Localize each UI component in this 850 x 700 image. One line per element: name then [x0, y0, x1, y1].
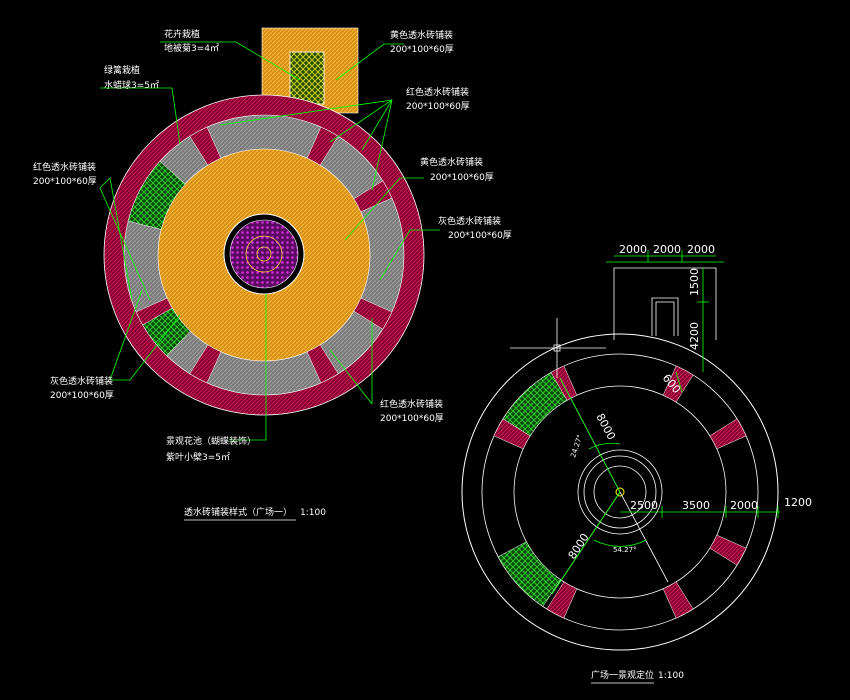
label-flower-bed-1: 花卉栽植 — [164, 28, 200, 40]
red-divider-blocks — [493, 365, 747, 619]
dim-top-b: 2000 — [653, 243, 681, 256]
label-flower-bed-2: 地被菊3=4㎡ — [164, 42, 219, 54]
red-divider-segments — [135, 126, 393, 384]
center-flower-inner — [245, 235, 283, 273]
red-segment — [353, 180, 393, 213]
material-labels: 花卉栽植 地被菊3=4㎡ 绿篱栽植 水蜡球3=5㎡ 黄色透水砖铺装 200*10… — [33, 28, 512, 463]
cursor-crosshair — [510, 318, 606, 378]
label-red-right-1: 红色透水砖铺装 — [406, 86, 469, 98]
label-green-1: 绿篱栽植 — [104, 64, 140, 76]
dim-top-a: 2000 — [619, 243, 647, 256]
ring-2 — [481, 353, 759, 631]
label-yellow-top-2: 200*100*60厚 — [390, 44, 454, 55]
dim-3500: 3500 — [682, 499, 710, 512]
label-red-left-1: 红色透水砖铺装 — [33, 161, 96, 173]
dim-2000: 2000 — [730, 499, 758, 512]
label-red-left-2: 200*100*60厚 — [33, 176, 97, 187]
label-red-bottom-2: 200*100*60厚 — [380, 413, 444, 424]
ring-3 — [513, 385, 727, 599]
label-green-2: 水蜡球3=5㎡ — [104, 79, 159, 91]
green-planting-blocks — [497, 372, 568, 607]
ring-4 — [577, 449, 663, 535]
red-block — [709, 418, 747, 450]
label-yellow-right-2: 200*100*60厚 — [430, 172, 494, 183]
dim-8000-a: 8000 — [593, 411, 618, 442]
label-grey-right-2: 200*100*60厚 — [448, 230, 512, 241]
red-segment — [189, 126, 222, 166]
red-segment — [353, 297, 393, 330]
entrance-outline — [606, 261, 724, 340]
label-grey-left-1: 灰色透水砖铺装 — [50, 375, 113, 387]
label-grey-right-1: 灰色透水砖铺装 — [438, 215, 501, 227]
left-plan: 花卉栽植 地被菊3=4㎡ 绿篱栽植 水蜡球3=5㎡ 黄色透水砖铺装 200*10… — [33, 27, 512, 521]
radial-lines — [551, 377, 669, 595]
center-flower-core — [256, 246, 272, 262]
dim-1200: 1200 — [784, 496, 812, 509]
dim-top-c: 2000 — [687, 243, 715, 256]
green-block — [497, 541, 562, 607]
red-block — [662, 581, 694, 619]
leader-lines — [99, 41, 440, 441]
dim-1500: 1500 — [688, 268, 701, 296]
red-segment — [306, 126, 339, 166]
label-yellow-right-1: 黄色透水砖铺装 — [420, 156, 483, 168]
label-grey-left-2: 200*100*60厚 — [50, 390, 114, 401]
right-plan-title: 广场一景观定位 — [591, 669, 654, 681]
right-plan-scale: 1:100 — [658, 671, 684, 681]
green-bed — [127, 160, 186, 230]
dimension-lines — [551, 250, 780, 595]
ring-6 — [593, 465, 647, 519]
dim-8000-b: 8000 — [566, 531, 592, 562]
left-plan-scale: 1:100 — [300, 508, 326, 518]
dim-angle-a: 24.27° — [569, 434, 584, 459]
red-block — [709, 534, 747, 566]
label-yellow-top-1: 黄色透水砖铺装 — [390, 29, 453, 41]
red-block — [662, 365, 694, 403]
red-segment — [189, 344, 222, 384]
left-plan-title: 透水砖铺装样式（广场一） — [184, 506, 292, 518]
green-block — [502, 372, 568, 437]
label-center-2: 紫叶小檗3=5㎡ — [166, 451, 230, 463]
ring-5 — [583, 455, 657, 529]
outer-ring — [461, 333, 779, 651]
red-segment — [306, 344, 339, 384]
center-flower-bed — [229, 219, 299, 289]
red-block — [546, 581, 578, 619]
right-plan: 2000 2000 2000 1500 4200 600 8000 8000 2… — [461, 243, 812, 684]
dim-2500: 2500 — [630, 499, 658, 512]
label-red-right-2: 200*100*60厚 — [406, 101, 470, 112]
label-center-1: 景观花池（蝴蝶装饰） — [166, 435, 256, 447]
label-red-bottom-1: 红色透水砖铺装 — [380, 398, 443, 410]
dim-4200: 4200 — [688, 322, 701, 350]
entrance-planter — [289, 51, 325, 105]
dimension-labels: 2000 2000 2000 1500 4200 600 8000 8000 2… — [566, 243, 812, 562]
center-point — [615, 487, 625, 497]
dim-angle-b: 54.27° — [613, 546, 637, 554]
